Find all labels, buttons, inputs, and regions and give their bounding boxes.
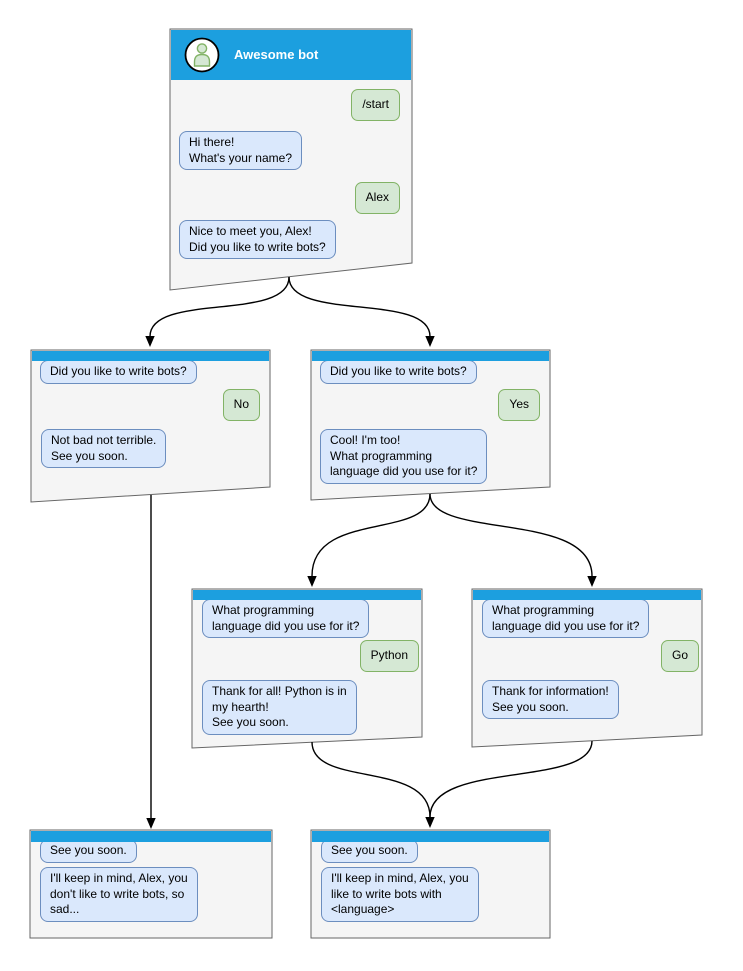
chat-bubble-bot: What programming language did you use fo… (482, 599, 650, 639)
connector-main-to-branch-no (149, 276, 290, 337)
python-window-body: What programming language did you use fo… (192, 589, 422, 748)
arrowhead-end-yes (425, 817, 435, 828)
end-yes-window-header (312, 831, 549, 842)
chat-bubble-bot: Not bad not terrible. See you soon. (41, 429, 167, 469)
branch-yes-window-header (312, 351, 549, 361)
branch-yes-window-body: Did you like to write bots? Yes Cool! I'… (311, 350, 550, 500)
chat-bubble-user: Python (359, 640, 419, 672)
chat-bubble-bot: Cool! I'm too! What programming language… (320, 429, 488, 484)
person-icon (184, 37, 220, 73)
connector-main-to-branch-yes (288, 276, 431, 337)
chat-bubble-user: Go (660, 640, 699, 672)
main-window-title: Awesome bot (234, 47, 319, 62)
avatar (184, 37, 220, 73)
main-window-body: /start Hi there! What's your name? Alex … (170, 29, 412, 290)
chat-bubble-bot: Thank for information! See you soon. (482, 680, 619, 720)
arrowhead-branch-no (145, 336, 155, 347)
chat-bubble-bot: Nice to meet you, Alex! Did you like to … (179, 220, 336, 260)
arrowhead-branch-yes (425, 336, 435, 347)
arrowhead-go (587, 576, 597, 587)
connector-go-to-end (429, 740, 593, 818)
chat-bubble-user: /start (351, 89, 400, 121)
go-window-body: What programming language did you use fo… (472, 589, 702, 747)
main-window-header: Awesome bot (171, 30, 411, 80)
branch-no-window-header (32, 351, 269, 361)
chat-bubble-user: Yes (498, 389, 540, 421)
chat-bubble-bot: See you soon. (40, 839, 137, 863)
chat-bubble-bot: Did you like to write bots? (320, 360, 477, 384)
chat-bubble-bot: Hi there! What's your name? (179, 131, 303, 171)
chat-bubble-bot: See you soon. (321, 839, 418, 863)
chat-bubble-bot: What programming language did you use fo… (202, 599, 370, 639)
connector-yes-to-go (429, 493, 593, 577)
chat-bubble-bot: I'll keep in mind, Alex, you don't like … (40, 867, 198, 922)
chat-bubble-user: No (222, 389, 260, 421)
connector-yes-to-python (311, 493, 431, 577)
connector-python-to-end (311, 741, 431, 818)
arrowhead-end-no (146, 818, 156, 829)
end-no-window-header (31, 831, 271, 842)
branch-no-window-body: Did you like to write bots? No Not bad n… (31, 350, 270, 502)
chat-bubble-bot: Did you like to write bots? (40, 360, 197, 384)
chat-bubble-bot: I'll keep in mind, Alex, you like to wri… (321, 867, 479, 922)
go-window-header (473, 590, 701, 600)
end-yes-window-body: See you soon. I'll keep in mind, Alex, y… (311, 830, 550, 938)
chat-bubble-user: Alex (354, 182, 400, 214)
python-window-header (193, 590, 421, 600)
arrowhead-python (307, 576, 317, 587)
end-no-window-body: See you soon. I'll keep in mind, Alex, y… (30, 830, 272, 938)
chat-bubble-bot: Thank for all! Python is in my hearth! S… (202, 680, 357, 735)
